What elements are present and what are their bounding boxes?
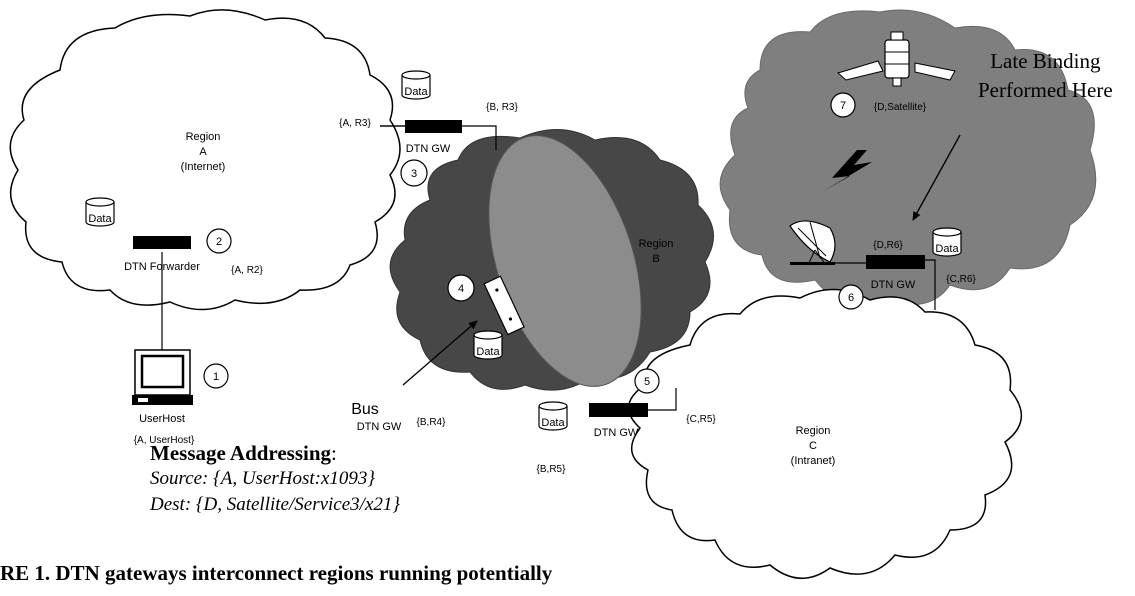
- step-marker-2: 2: [206, 228, 232, 254]
- userhost-label: UserHost: [139, 413, 185, 425]
- bus-arrow: [402, 320, 478, 386]
- step-number: 3: [411, 168, 417, 180]
- address-c-r5: {C,R5}: [686, 414, 716, 425]
- link-gw-top-right: [462, 125, 497, 150]
- step-number: 2: [216, 236, 222, 248]
- computer-icon: [132, 349, 193, 405]
- data-label: Data: [88, 213, 112, 225]
- region-c-title: Region: [796, 425, 831, 437]
- late-binding-line1: Late Binding: [990, 49, 1101, 73]
- address-b-r5: {B,R5}: [537, 464, 567, 475]
- step-number: 7: [840, 100, 846, 112]
- address-d-satellite: {D,Satellite}: [874, 102, 927, 113]
- message-title-text: Message Addressing: [150, 441, 332, 465]
- step-marker-1: 1: [203, 363, 229, 389]
- data-label: Data: [404, 86, 428, 98]
- dtn-gw-top: [405, 120, 462, 133]
- region-c-cloud: [628, 288, 1023, 580]
- address-a-userhost: {A, UserHost}: [134, 435, 195, 446]
- message-addressing-title: Message Addressing:: [150, 441, 337, 466]
- forwarder-label: DTN Forwarder: [124, 261, 200, 273]
- message-source: Source: {A, UserHost:x1093}: [150, 468, 376, 489]
- message-dest: Dest: {D, Satellite/Service3/x21}: [150, 494, 400, 515]
- region-b-letter: B: [652, 253, 659, 265]
- address-a-r3: {A, R3}: [339, 118, 371, 129]
- region-c-letter: C: [809, 440, 817, 452]
- step-marker-5: 5: [634, 368, 660, 394]
- late-binding-line2: Performed Here: [978, 78, 1113, 102]
- satellite-icon: [836, 31, 956, 87]
- data-label: Data: [541, 417, 565, 429]
- bus-label: Bus: [351, 401, 379, 418]
- address-d-r6: {D,R6}: [873, 240, 903, 251]
- region-a-title: Region: [186, 131, 221, 143]
- region-b-title: Region: [639, 238, 674, 250]
- bus-gw-label: DTN GW: [357, 421, 402, 433]
- link-gw-right: [925, 259, 936, 310]
- lightning-icon: [822, 150, 872, 192]
- message-title-colon: :: [331, 441, 337, 465]
- step-number: 1: [213, 371, 219, 383]
- address-b-r3: {B, R3}: [486, 102, 518, 113]
- step-marker-7: 7: [830, 92, 856, 118]
- address-b-r4: {B,R4}: [417, 417, 447, 428]
- address-c-r6: {C,R6}: [946, 274, 976, 285]
- step-marker-4: 4: [447, 274, 475, 302]
- region-a-kind: (Internet): [181, 161, 226, 173]
- step-number: 4: [458, 283, 464, 295]
- gw-bottom-label: DTN GW: [594, 427, 639, 439]
- step-marker-3: 3: [400, 159, 428, 187]
- step-marker-6: 6: [838, 284, 864, 310]
- region-a-cloud: [9, 9, 401, 311]
- late-binding-arrow: [912, 134, 961, 221]
- dtn-gw-right: [866, 255, 925, 269]
- region-c-kind: (Intranet): [791, 455, 836, 467]
- figure-caption: RE 1. DTN gateways interconnect regions …: [0, 561, 553, 585]
- region-a-letter: A: [199, 146, 207, 158]
- step-number: 6: [848, 292, 854, 304]
- gw-right-label: DTN GW: [871, 279, 916, 291]
- address-a-r2: {A, R2}: [231, 265, 263, 276]
- late-binding-note: Late Binding Performed Here: [978, 47, 1113, 105]
- gw-top-label: DTN GW: [406, 143, 451, 155]
- data-label: Data: [935, 243, 959, 255]
- data-label: Data: [476, 346, 500, 358]
- step-number: 5: [644, 376, 650, 388]
- link-gw-bottom: [648, 388, 677, 411]
- dtn-forwarder-gateway: [133, 236, 191, 249]
- bus-icon: [483, 275, 525, 336]
- dtn-gw-bottom: [589, 403, 648, 417]
- dish-antenna-icon: [789, 220, 836, 266]
